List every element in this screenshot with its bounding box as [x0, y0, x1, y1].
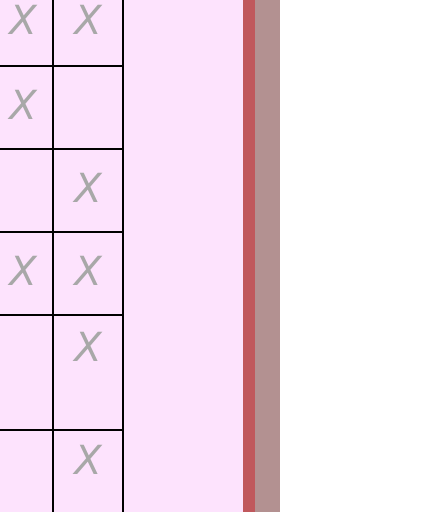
- cell-mark: X: [9, 0, 37, 44]
- cell-mark: X: [74, 249, 102, 295]
- grid-cell[interactable]: X: [54, 0, 124, 66]
- grid-row: X: [0, 67, 124, 149]
- grid-row: X: [0, 150, 124, 232]
- grid-row: X: [0, 431, 124, 512]
- grid-cell[interactable]: X: [0, 67, 54, 149]
- selection-grid: X X X X X X: [0, 0, 124, 512]
- grid-divider: [0, 65, 124, 67]
- grid-divider: [0, 314, 124, 316]
- cell-mark: X: [9, 249, 37, 295]
- grid-cell[interactable]: [0, 316, 54, 429]
- cell-mark: X: [9, 83, 37, 129]
- grid-cell[interactable]: X: [0, 0, 54, 66]
- panel-divider-gray: [255, 0, 280, 512]
- grid-cell[interactable]: [0, 150, 54, 232]
- grid-cell[interactable]: X: [54, 233, 124, 315]
- grid-cell[interactable]: X: [54, 150, 124, 232]
- grid-cell[interactable]: X: [54, 431, 124, 512]
- grid-cell[interactable]: [0, 431, 54, 512]
- grid-panel: X X X X X X: [0, 0, 243, 512]
- grid-cell[interactable]: [54, 67, 124, 149]
- panel-divider-red: [243, 0, 255, 512]
- cell-mark: X: [74, 438, 102, 484]
- grid-row: X X: [0, 233, 124, 315]
- grid-cell[interactable]: X: [0, 233, 54, 315]
- grid-row: X X: [0, 0, 124, 66]
- grid-divider: [0, 148, 124, 150]
- grid-divider: [0, 231, 124, 233]
- cell-mark: X: [74, 325, 102, 371]
- cell-mark: X: [74, 0, 102, 44]
- grid-row: X: [0, 316, 124, 429]
- grid-divider: [0, 429, 124, 431]
- grid-cell[interactable]: X: [54, 316, 124, 429]
- cell-mark: X: [74, 166, 102, 212]
